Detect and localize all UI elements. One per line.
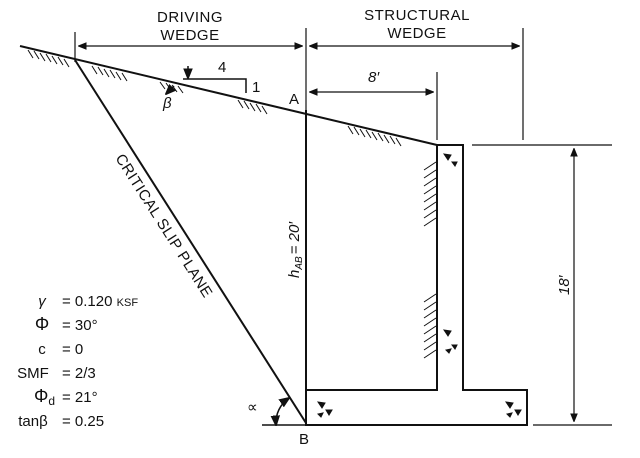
height-ab-subscript: AB: [294, 256, 305, 271]
wall-height-dimension: [472, 144, 612, 426]
property-unit: KSF: [117, 297, 139, 309]
property-symbol: SMF: [17, 365, 49, 382]
retaining-wall-outline: [305, 144, 528, 426]
slope-indicator: [166, 66, 247, 94]
heel-dimension: [310, 72, 438, 140]
ground-surface: [19, 45, 438, 146]
property-symbol: tanβ: [18, 413, 48, 430]
property-value: = 0: [62, 341, 83, 358]
property-value: = 0.25: [62, 413, 104, 430]
driving-wedge-label-line1: DRIVING: [157, 9, 223, 26]
beta-angle-label: β: [162, 95, 172, 112]
slope-rise-label: 1: [252, 79, 260, 96]
wall-height-label: 18′: [556, 274, 573, 295]
heel-dimension-label: 8′: [368, 69, 380, 86]
stem-backfill-hatching: [423, 161, 437, 359]
ground-hatching: [27, 49, 402, 147]
property-smf: SMF = 2/3: [17, 365, 96, 382]
structural-wedge-label-line1: STRUCTURAL: [364, 7, 470, 24]
driving-wedge-label-line2: WEDGE: [160, 27, 219, 44]
property-symbol: Φ: [35, 314, 49, 334]
alpha-angle-label: ∝: [247, 399, 258, 416]
height-ab-label: hAB= 20′: [286, 221, 305, 278]
critical-slip-plane-line: [74, 59, 307, 424]
top-dimension-lines: [74, 28, 524, 140]
property-value: = 30°: [62, 317, 98, 334]
property-value: = 21°: [62, 389, 98, 406]
property-friction-angle: Φ = 30°: [35, 314, 98, 334]
point-b-label: B: [299, 431, 309, 448]
property-cohesion: c = 0: [38, 341, 83, 358]
concrete-texture: [316, 153, 522, 418]
critical-slip-plane-label: CRITICAL SLIP PLANE: [112, 151, 216, 301]
property-symbol: γ: [38, 293, 47, 310]
property-tan-beta: tanβ = 0.25: [18, 413, 104, 430]
property-subscript: d: [48, 394, 55, 408]
property-unit-weight: γ = 0.120 KSF: [38, 293, 138, 310]
height-ab-value: = 20′: [286, 221, 303, 255]
property-value: = 2/3: [62, 365, 96, 382]
soil-properties: γ = 0.120 KSF Φ = 30° c = 0 SMF = 2/3 Φd…: [17, 293, 138, 430]
slope-run-label: 4: [218, 59, 226, 76]
property-symbol: Φd: [34, 386, 55, 408]
structural-wedge-label-line2: WEDGE: [387, 25, 446, 42]
alpha-angle-arc: [276, 398, 289, 425]
height-ab-symbol: h: [286, 270, 303, 278]
property-design-friction-angle: Φd = 21°: [34, 386, 98, 408]
property-value: = 0.120 KSF: [62, 293, 138, 310]
property-symbol: c: [38, 341, 46, 358]
point-a-label: A: [289, 91, 299, 108]
